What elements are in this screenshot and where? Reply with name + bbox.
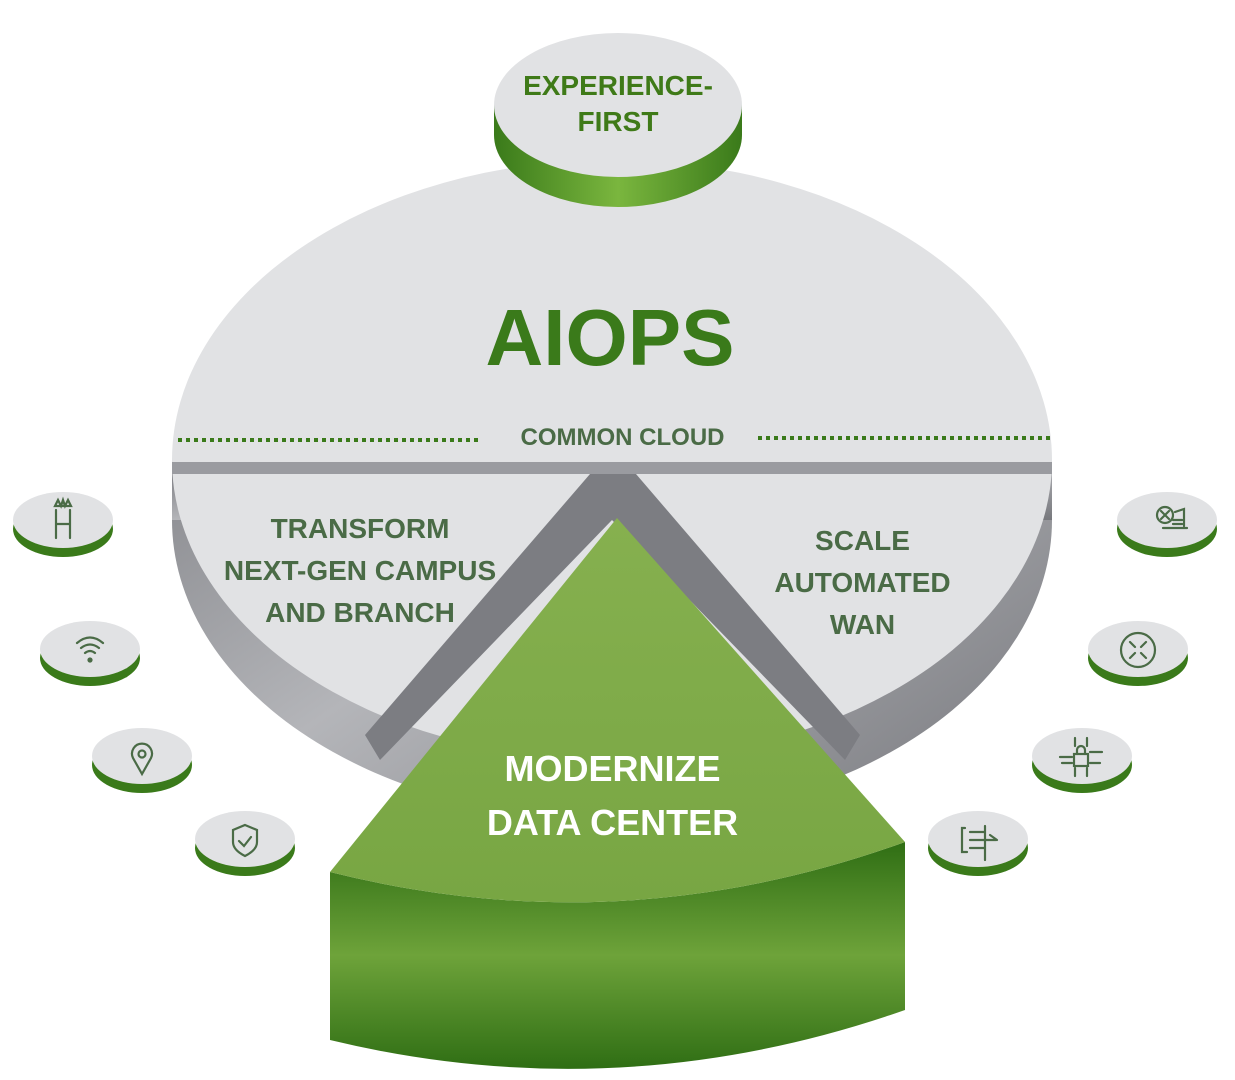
experience-first-disc bbox=[494, 33, 742, 207]
wan-segment-label: SCALE AUTOMATED WAN bbox=[730, 520, 995, 646]
disc-right-3 bbox=[1032, 728, 1132, 793]
router-document-icon bbox=[1155, 505, 1189, 530]
aiops-title: AIOPS bbox=[485, 293, 735, 382]
disc-right-2 bbox=[1088, 621, 1188, 686]
wan-line2: AUTOMATED bbox=[774, 567, 951, 598]
shield-check-icon bbox=[231, 823, 259, 858]
disc-right-1 bbox=[1117, 492, 1217, 557]
common-cloud-label: COMMON CLOUD bbox=[520, 424, 725, 451]
wan-line1: SCALE bbox=[815, 525, 910, 556]
disc-left-4 bbox=[195, 811, 295, 876]
wifi-icon bbox=[75, 636, 105, 663]
secure-gateway-icon bbox=[1058, 736, 1104, 778]
aiops-cylinder bbox=[172, 160, 1052, 820]
access-point-icon bbox=[53, 496, 73, 540]
data-center-segment-label: MODERNIZE DATA CENTER bbox=[440, 742, 785, 850]
campus-line1: TRANSFORM bbox=[270, 513, 450, 544]
wan-line3: WAN bbox=[829, 609, 896, 640]
experience-first-line2: FIRST bbox=[577, 105, 659, 137]
experience-first-line1: EXPERIENCE- bbox=[523, 70, 713, 101]
data-center-wedge bbox=[330, 518, 905, 1069]
disc-left-1 bbox=[13, 492, 113, 557]
campus-line3: AND BRANCH bbox=[265, 597, 455, 628]
layer-divider bbox=[172, 462, 1052, 474]
voice-routing-icon bbox=[960, 824, 999, 862]
datacenter-line1: MODERNIZE bbox=[504, 748, 721, 789]
campus-segment-label: TRANSFORM NEXT-GEN CAMPUS AND BRANCH bbox=[190, 508, 530, 634]
datacenter-line2: DATA CENTER bbox=[486, 802, 739, 843]
router-icon bbox=[1119, 631, 1157, 669]
campus-line2: NEXT-GEN CAMPUS bbox=[223, 555, 497, 586]
disc-right-4 bbox=[928, 811, 1028, 876]
disc-left-2 bbox=[40, 621, 140, 686]
experience-first-label: EXPERIENCE- FIRST bbox=[494, 68, 742, 140]
disc-left-3 bbox=[92, 728, 192, 793]
location-pin-icon bbox=[130, 742, 154, 777]
